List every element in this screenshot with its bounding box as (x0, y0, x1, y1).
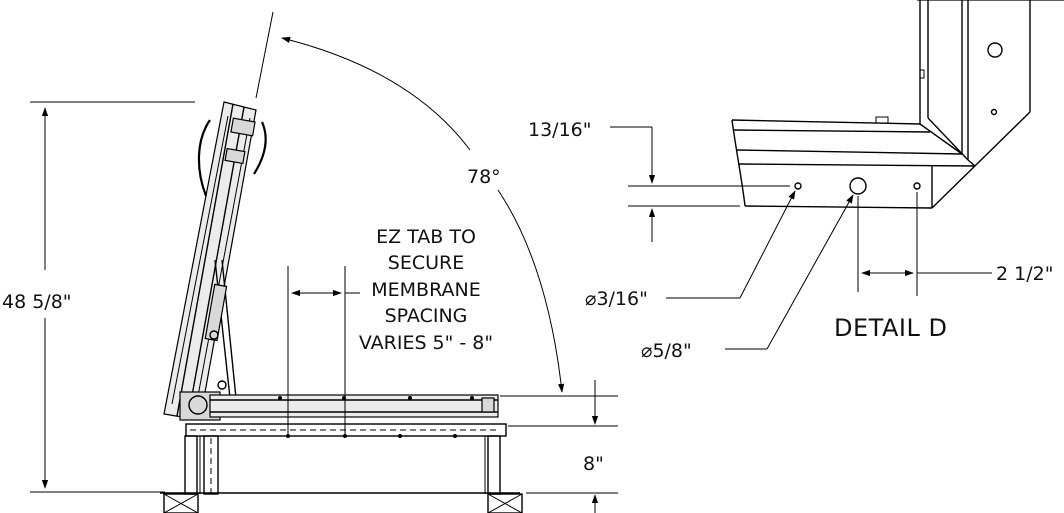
curb-height-label: 8" (583, 453, 604, 475)
small-hole-label: ⌀3/16" (585, 288, 648, 310)
side-view: 48 5/8" 78° (2, 11, 618, 513)
curb-frame (160, 266, 523, 513)
detail-label: DETAIL D (834, 314, 947, 342)
overall-height-dimension: 48 5/8" (2, 101, 195, 493)
hole-spacing-label: 2 1/2" (996, 263, 1053, 285)
open-lid (163, 101, 267, 421)
tab-note-line-5: VARIES 5" - 8" (359, 332, 493, 354)
tab-note-line-1: EZ TAB TO (376, 226, 476, 248)
top-offset-label: 13/16" (528, 119, 592, 141)
tab-note-line-2: SECURE (388, 252, 464, 274)
open-angle-dimension: 78° (255, 11, 565, 393)
curb-height-dimension: 8" (500, 380, 618, 513)
top-offset-dimension: 13/16" (528, 119, 790, 242)
small-hole-a (794, 182, 802, 190)
overall-height-label: 48 5/8" (2, 291, 72, 313)
large-hole-label: ⌀5/8" (641, 340, 692, 362)
tab-note-line-3: MEMBRANE (371, 279, 480, 301)
open-angle-label: 78° (467, 166, 501, 188)
large-hole (849, 177, 867, 195)
small-hole-callout: ⌀3/16" (585, 190, 796, 310)
hole-spacing-dimension: 2 1/2" (857, 192, 1053, 296)
detail-d-view: 13/16" ⌀3/16" ⌀5/8" 2 1/2" DETAIL D (528, 0, 1064, 362)
small-hole-b (913, 182, 921, 190)
tab-note: EZ TAB TO SECURE MEMBRANE SPACING VARIES… (359, 226, 493, 354)
tab-note-line-4: SPACING (385, 305, 468, 327)
large-hole-callout: ⌀5/8" (641, 194, 854, 362)
